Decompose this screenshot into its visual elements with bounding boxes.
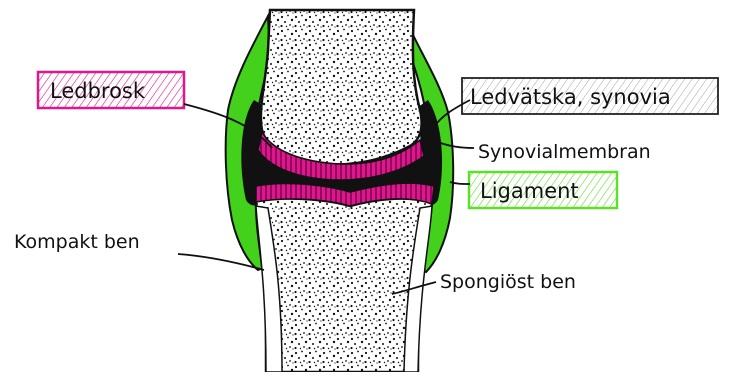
label-kompakt: Kompakt ben: [14, 231, 140, 253]
label-ligament: Ligament: [480, 179, 579, 203]
label-ledbrosk: Ledbrosk: [50, 79, 146, 103]
label-ledvatska: Ledvätska, synovia: [470, 85, 671, 109]
label-synovialmembran: Synovialmembran: [478, 141, 651, 163]
label-spongiost: Spongiöst ben: [440, 271, 576, 293]
upper-bone: [261, 10, 422, 164]
